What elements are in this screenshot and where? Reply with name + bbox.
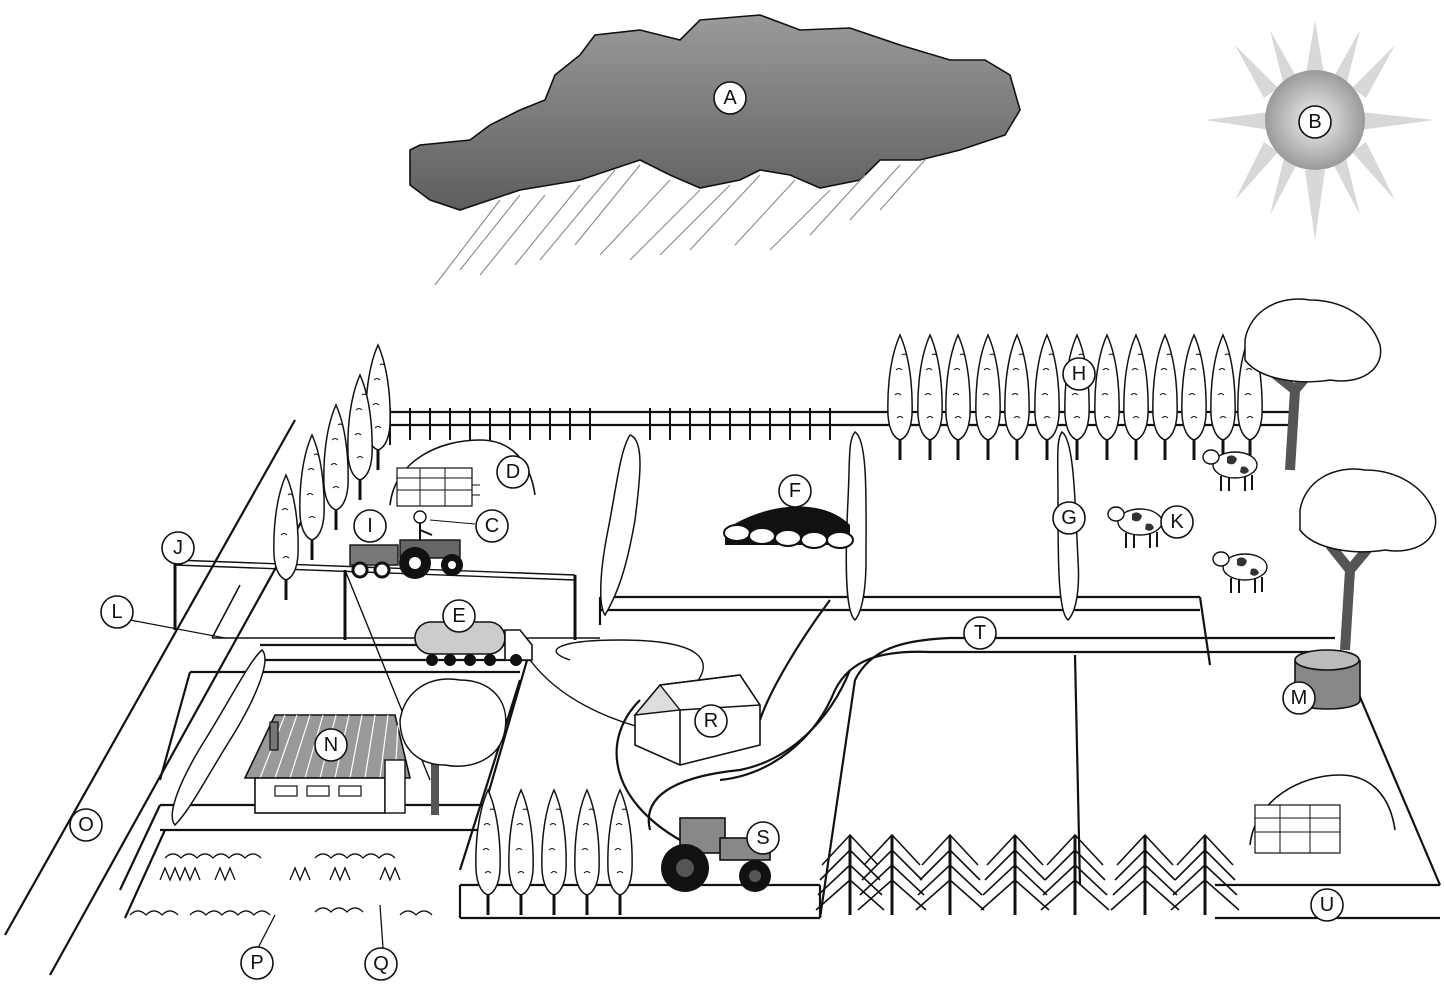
svg-text:M: M [1291,687,1308,709]
svg-text:U: U [1320,894,1334,916]
svg-text:G: G [1061,507,1077,529]
label-p: P [240,946,274,980]
label-o: O [69,808,103,842]
svg-text:J: J [173,537,183,559]
rain-lines [434,159,926,286]
svg-text:B: B [1308,111,1321,133]
tractor-with-trailer [349,510,476,579]
svg-text:T: T [974,622,986,644]
hay-shelter-d [389,439,536,507]
poplar-row-h [886,333,1264,462]
svg-text:N: N [324,734,338,756]
label-i: I [353,509,387,543]
svg-text:I: I [367,515,373,537]
svg-text:A: A [723,87,737,109]
svg-text:S: S [756,827,769,849]
svg-text:E: E [452,605,465,627]
silage-bales [723,506,854,549]
label-f: F [778,474,812,508]
poplar-row-front [474,788,634,917]
label-t: T [963,616,997,650]
label-n: N [314,728,348,762]
label-k: K [1160,505,1194,539]
label-e: E [442,599,476,633]
svg-text:R: R [704,710,718,732]
deciduous-tree-bottom [1299,468,1437,651]
label-c: C [475,509,509,543]
label-m: M [1282,681,1316,715]
label-a: A [713,81,747,115]
svg-text:Q: Q [373,953,389,975]
rain-cloud [409,14,1021,211]
tanker-truck [414,621,533,666]
lane-fence [615,599,852,841]
svg-text:C: C [485,515,499,537]
svg-text:F: F [789,480,801,502]
label-q: Q [364,947,398,981]
label-u: U [1310,888,1344,922]
middle-fence [598,595,1335,691]
label-b: B [1298,105,1332,139]
label-j: J [161,531,195,565]
svg-text:O: O [78,814,94,836]
label-g: G [1052,501,1086,535]
conifer-row [814,833,1241,917]
svg-text:P: P [250,952,263,974]
label-d: D [496,455,530,489]
svg-text:D: D [506,461,520,483]
hay-shelter-u [1249,774,1396,854]
vegetable-garden [129,853,433,949]
svg-text:L: L [111,601,122,623]
deciduous-tree-top [1244,298,1382,471]
label-r: R [694,704,728,738]
label-l: L [100,595,134,629]
leader-lines [129,619,226,639]
label-s: S [746,821,780,855]
back-fence-posts [389,408,831,445]
svg-text:H: H [1072,363,1086,385]
hedge-rows [171,430,1080,827]
label-h: H [1062,357,1096,391]
house-tree [399,678,507,815]
svg-text:K: K [1170,511,1184,533]
